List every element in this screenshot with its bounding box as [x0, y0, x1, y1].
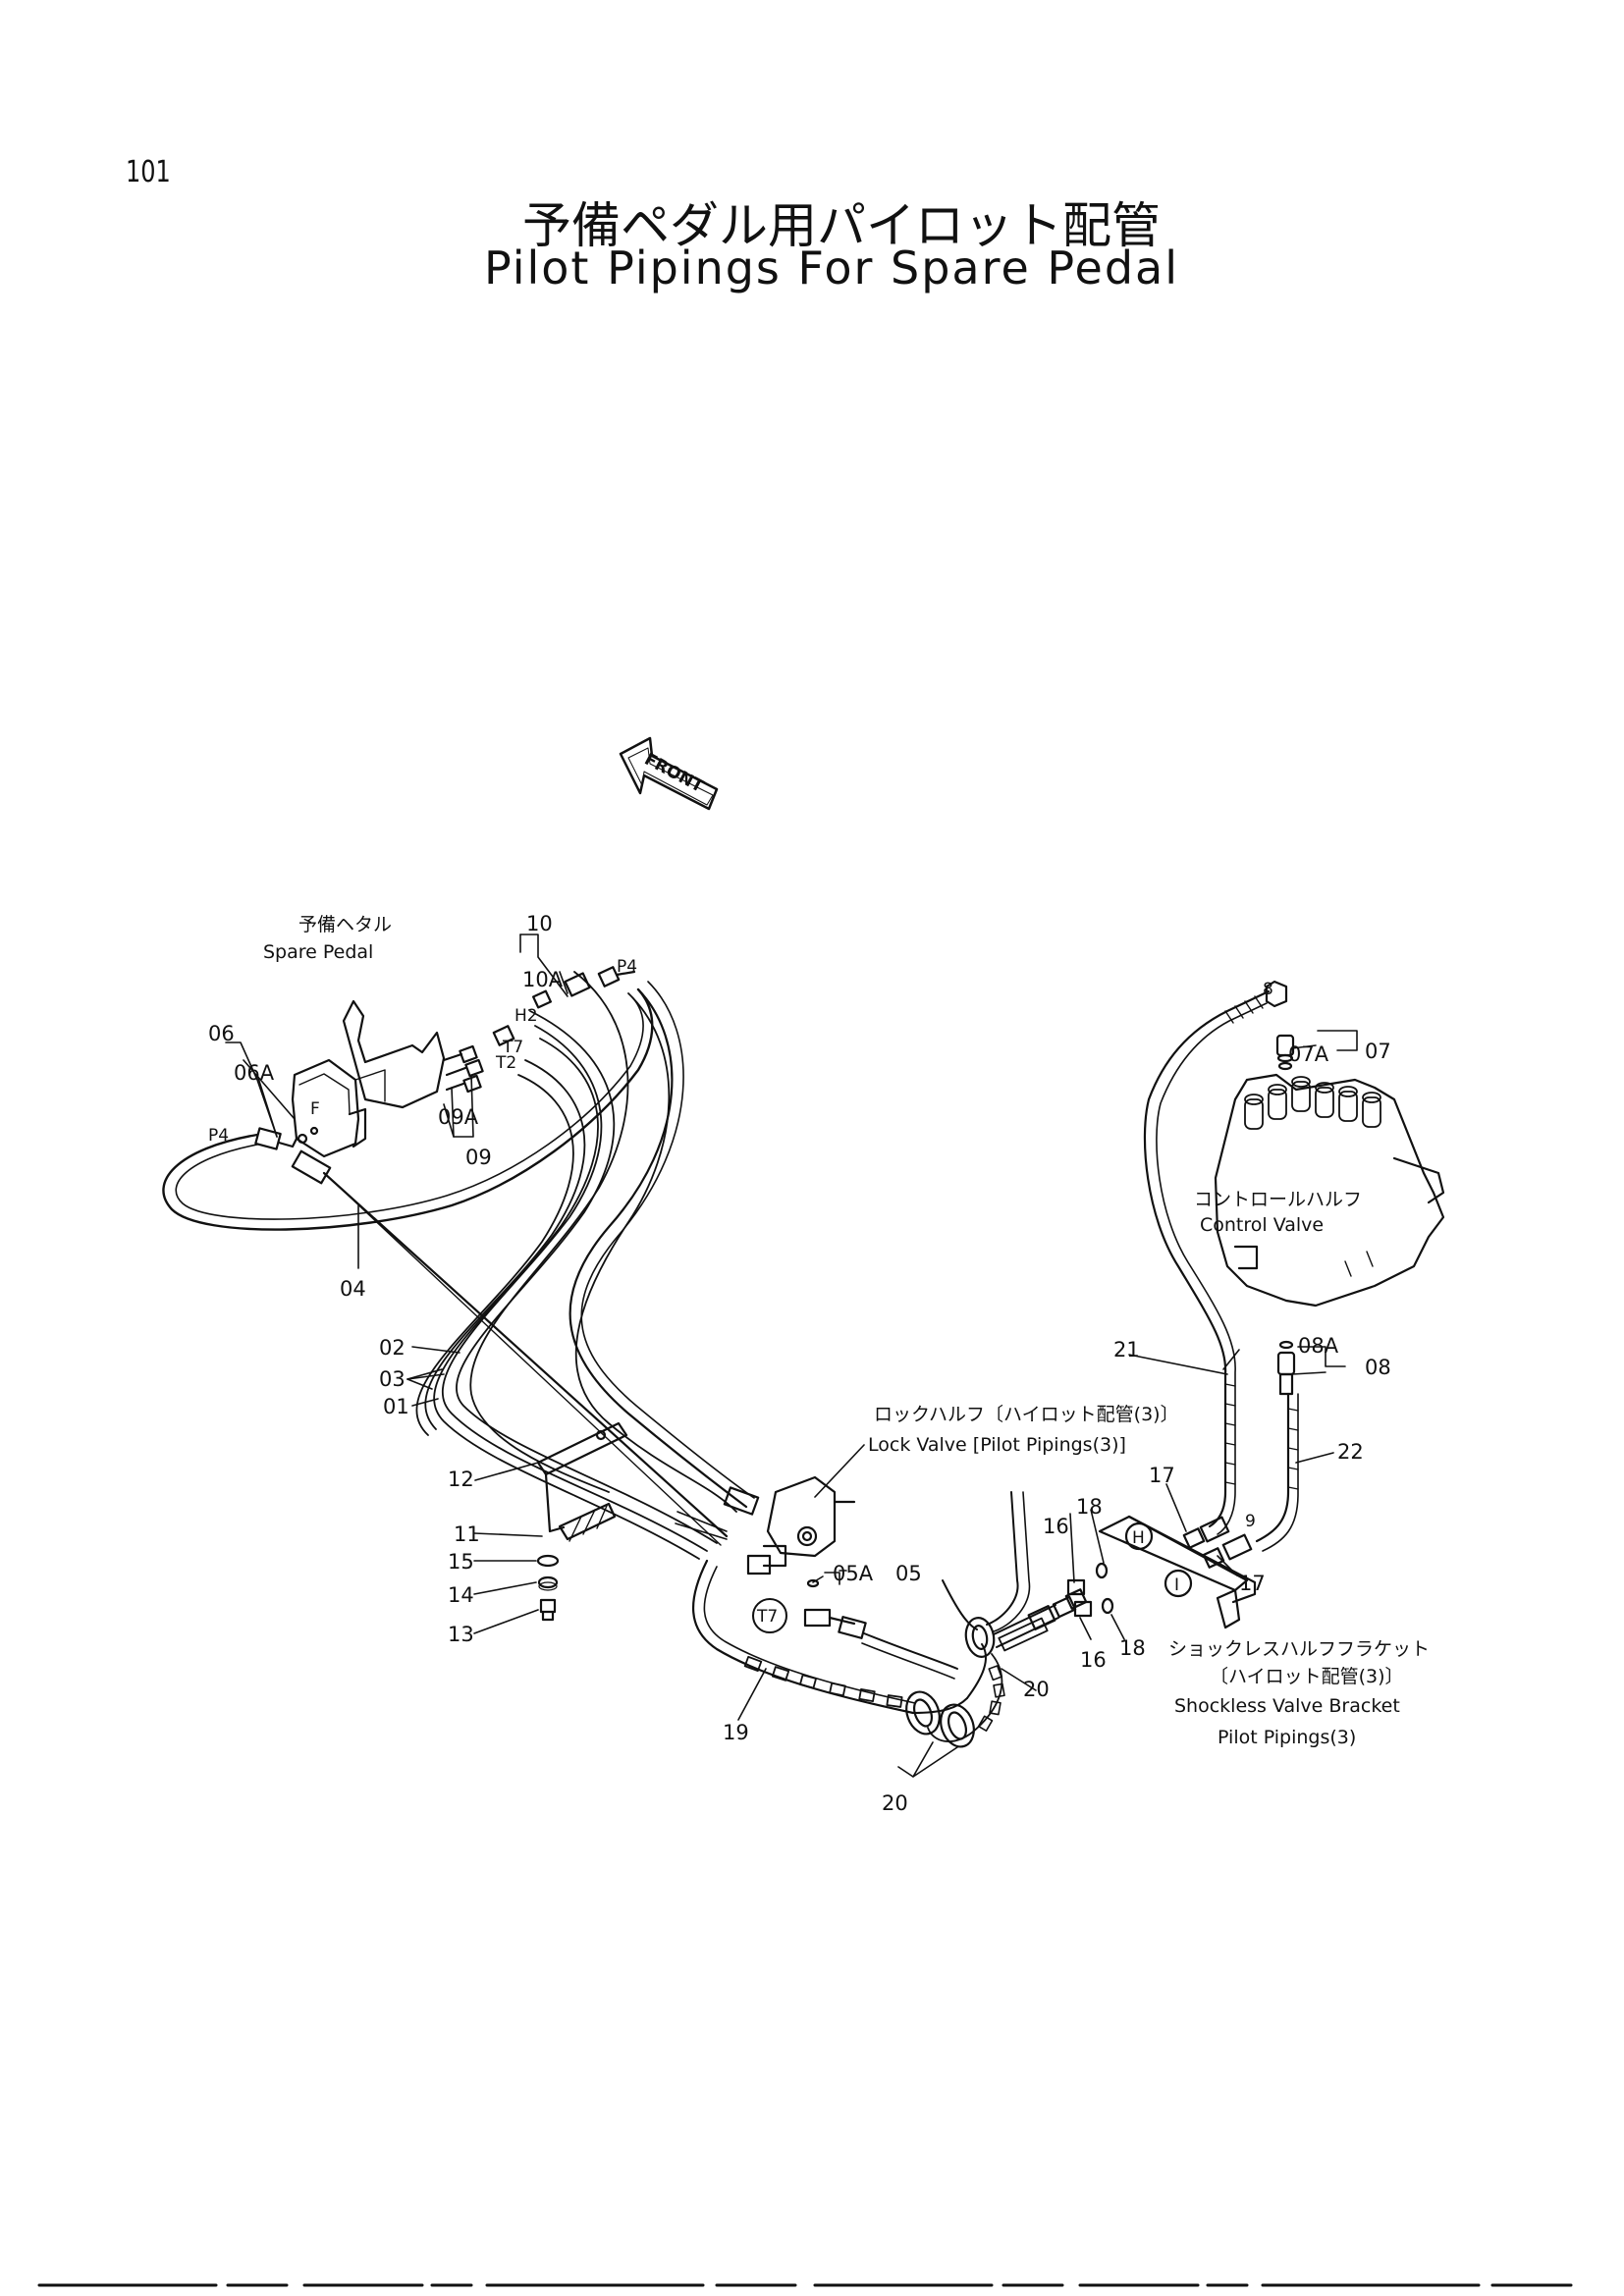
callout-01: 01: [383, 1395, 409, 1418]
callout-15: 15: [448, 1550, 474, 1574]
callout-10A: 10A: [522, 968, 564, 991]
callout-11: 11: [454, 1522, 480, 1546]
lock-valve-label-en: Lock Valve [Pilot Pipings(3)]: [868, 1434, 1126, 1456]
spare-pedal-label-jp: 予備ヘタル: [298, 914, 392, 935]
port-p4-right: P4: [617, 957, 637, 977]
callout-16-b: 16: [1080, 1648, 1107, 1672]
fittings-07-08: [1265, 980, 1296, 1396]
bracket-12: [536, 1421, 628, 1622]
spare-pedal-label-en: Spare Pedal: [263, 941, 373, 963]
callout-19: 19: [723, 1721, 749, 1744]
callout-09: 09: [465, 1146, 492, 1169]
hose-bundle: [415, 971, 737, 1560]
callout-05A: 05A: [833, 1562, 874, 1585]
port-8: 8: [1263, 980, 1273, 999]
callout-14: 14: [448, 1583, 474, 1607]
callout-17-b: 17: [1239, 1572, 1266, 1595]
callout-12: 12: [448, 1468, 474, 1491]
port-p4-left: P4: [208, 1126, 229, 1146]
circle-i: I: [1174, 1575, 1179, 1595]
page-number: 101: [126, 155, 171, 189]
port-h2: H2: [514, 1006, 538, 1026]
callout-09A: 09A: [438, 1105, 479, 1129]
port-9: 9: [1245, 1512, 1256, 1531]
shockless-label-en-2: Pilot Pipings(3): [1218, 1727, 1356, 1748]
callout-06A: 06A: [234, 1061, 275, 1085]
hose-04: [162, 988, 729, 1546]
shockless-bracket-icon: [1098, 1515, 1257, 1629]
front-arrow-icon: [619, 736, 719, 811]
callout-18-a: 18: [1076, 1495, 1103, 1519]
port-marks: P4 P4 H2 T7 T2 8 9 H I T7: [208, 957, 1273, 1633]
callout-20-b: 20: [882, 1791, 908, 1815]
fittings-16-18: [1066, 1562, 1114, 1618]
callout-06: 06: [208, 1022, 235, 1045]
lock-valve-label-jp: ロックハルフ〔ハイロット配管(3)〕: [874, 1404, 1179, 1425]
callout-08: 08: [1365, 1356, 1391, 1379]
callout-18-b: 18: [1119, 1636, 1146, 1660]
title-japanese: 予備ペダル用パイロット配管: [522, 197, 1161, 254]
hose-to-lock-valve: [568, 981, 760, 1540]
callout-04: 04: [340, 1277, 366, 1301]
hose-19: [691, 1559, 968, 1715]
hose-21: [1143, 989, 1271, 1549]
leader-lines: [225, 934, 1358, 1778]
callout-13: 13: [448, 1623, 474, 1646]
control-valve-icon: [1214, 1073, 1445, 1308]
callout-21: 21: [1113, 1338, 1140, 1362]
callout-02: 02: [379, 1336, 406, 1360]
callout-08A: 08A: [1298, 1334, 1339, 1358]
control-valve-label-jp: コントロールハルフ: [1194, 1189, 1362, 1210]
fitting-05: [803, 1578, 958, 1680]
pedal-fittings: [442, 966, 636, 1094]
callout-22: 22: [1337, 1440, 1364, 1464]
callout-20-a: 20: [1023, 1678, 1050, 1701]
callout-07: 07: [1365, 1040, 1391, 1063]
svg-text:F: F: [310, 1099, 320, 1119]
shockless-label-en-1: Shockless Valve Bracket: [1174, 1695, 1400, 1717]
callout-numbers: 10 10A 06 06A 09A 09 04 02 03 01 12 11 1…: [208, 912, 1391, 1815]
hose-center: [942, 1491, 1088, 1652]
callout-17-a: 17: [1149, 1464, 1175, 1487]
spare-pedal-icon: F: [291, 999, 446, 1158]
component-labels: 予備ヘタル Spare Pedal コントロールハルフ Control Valv…: [263, 914, 1430, 1748]
clamp-20: [905, 1617, 1005, 1748]
callout-10: 10: [526, 912, 553, 935]
port-t7: T7: [502, 1038, 523, 1057]
lock-valve-icon: [746, 1475, 856, 1575]
shockless-label-jp-1: ショックレスハルフフラケット: [1168, 1638, 1430, 1660]
callout-07A: 07A: [1288, 1042, 1329, 1066]
title-english: Pilot Pipings For Spare Pedal: [484, 241, 1179, 294]
shockless-label-jp-2: 〔ハイロット配管(3)〕: [1210, 1666, 1404, 1687]
control-valve-label-en: Control Valve: [1200, 1214, 1324, 1236]
callout-05: 05: [895, 1562, 922, 1585]
hose-22: [1202, 1392, 1299, 1569]
callout-03: 03: [379, 1367, 406, 1391]
callout-16-a: 16: [1043, 1515, 1069, 1538]
circle-t7: T7: [756, 1607, 778, 1627]
circle-h: H: [1132, 1528, 1145, 1548]
port-t2: T2: [495, 1053, 516, 1073]
